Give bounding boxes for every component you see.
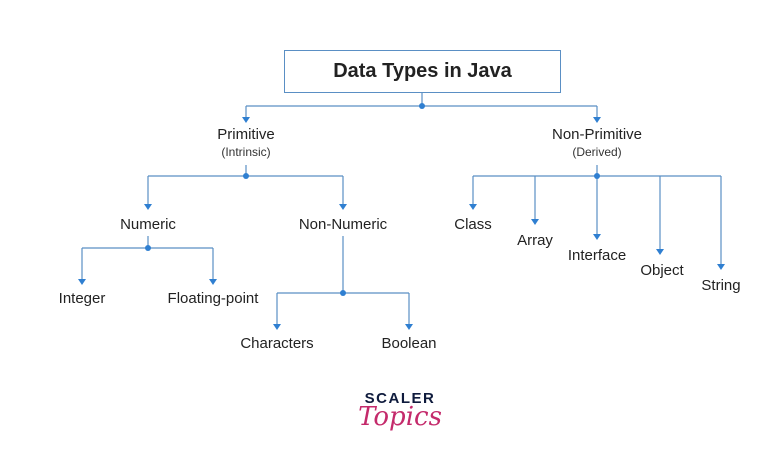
node-interface: Interface <box>567 247 627 264</box>
logo-scaler-text: SCALER <box>364 390 436 407</box>
node-primitive-sub: (Intrinsic) <box>221 145 271 159</box>
node-non-primitive: Non-Primitive (Derived) <box>552 126 642 159</box>
node-primitive: Primitive (Intrinsic) <box>217 126 275 159</box>
node-integer: Integer <box>58 290 106 307</box>
diagram-title: Data Types in Java <box>284 50 561 93</box>
node-numeric: Numeric <box>120 216 176 233</box>
node-non-primitive-label: Non-Primitive <box>551 126 643 143</box>
node-string: String <box>701 277 741 294</box>
logo-topics-text: Topics <box>358 402 442 432</box>
node-boolean: Boolean <box>381 335 437 352</box>
scaler-topics-logo: SCALER Topics <box>355 390 445 432</box>
node-characters: Characters <box>240 335 314 352</box>
node-non-numeric: Non-Numeric <box>298 216 388 233</box>
node-primitive-label: Primitive <box>217 126 275 143</box>
node-class: Class <box>454 216 492 233</box>
node-object: Object <box>640 262 684 279</box>
node-non-primitive-sub: (Derived) <box>572 145 622 159</box>
node-floating-point: Floating-point <box>167 290 259 307</box>
node-array: Array <box>517 232 553 249</box>
